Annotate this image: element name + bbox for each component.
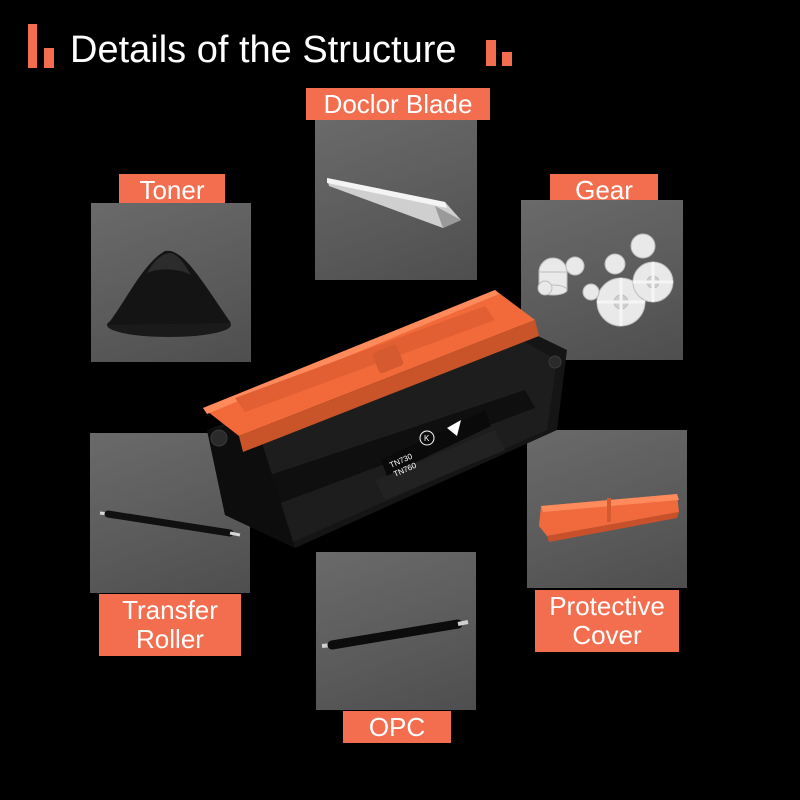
- toner-cartridge-image: TN730 TN760 K: [203, 290, 567, 548]
- page-title: Details of the Structure: [70, 29, 457, 71]
- doclor-blade-panel: [315, 120, 477, 280]
- title-accent-bar-right-small: [502, 52, 512, 66]
- doclor-blade-image: [327, 178, 461, 228]
- page-header: Details of the Structure: [28, 22, 548, 72]
- doclor-blade-label: Doclor Blade: [306, 88, 490, 120]
- transfer-roller-image: [99, 510, 241, 537]
- gears-image: [537, 233, 674, 327]
- opc-drum-image: [321, 619, 469, 650]
- title-accent-bar-left-small: [44, 48, 54, 68]
- toner-label: Toner: [119, 174, 225, 206]
- protective-cover-image: [539, 494, 679, 542]
- title-accent-bar-right: [486, 40, 496, 66]
- title-accent-bar-left: [28, 24, 37, 68]
- gear-panel: [521, 200, 683, 360]
- transfer-roller-label: Transfer Roller: [99, 594, 241, 656]
- toner-powder-image: [107, 250, 231, 337]
- opc-panel: [316, 552, 476, 710]
- cartridge-color-badge: K: [424, 434, 430, 443]
- opc-label: OPC: [343, 711, 451, 743]
- toner-panel: [91, 203, 251, 362]
- protective-cover-label: Protective Cover: [535, 590, 679, 652]
- protective-cover-panel: [527, 430, 687, 588]
- toner-cartridge: TN730 TN760 K: [195, 280, 580, 565]
